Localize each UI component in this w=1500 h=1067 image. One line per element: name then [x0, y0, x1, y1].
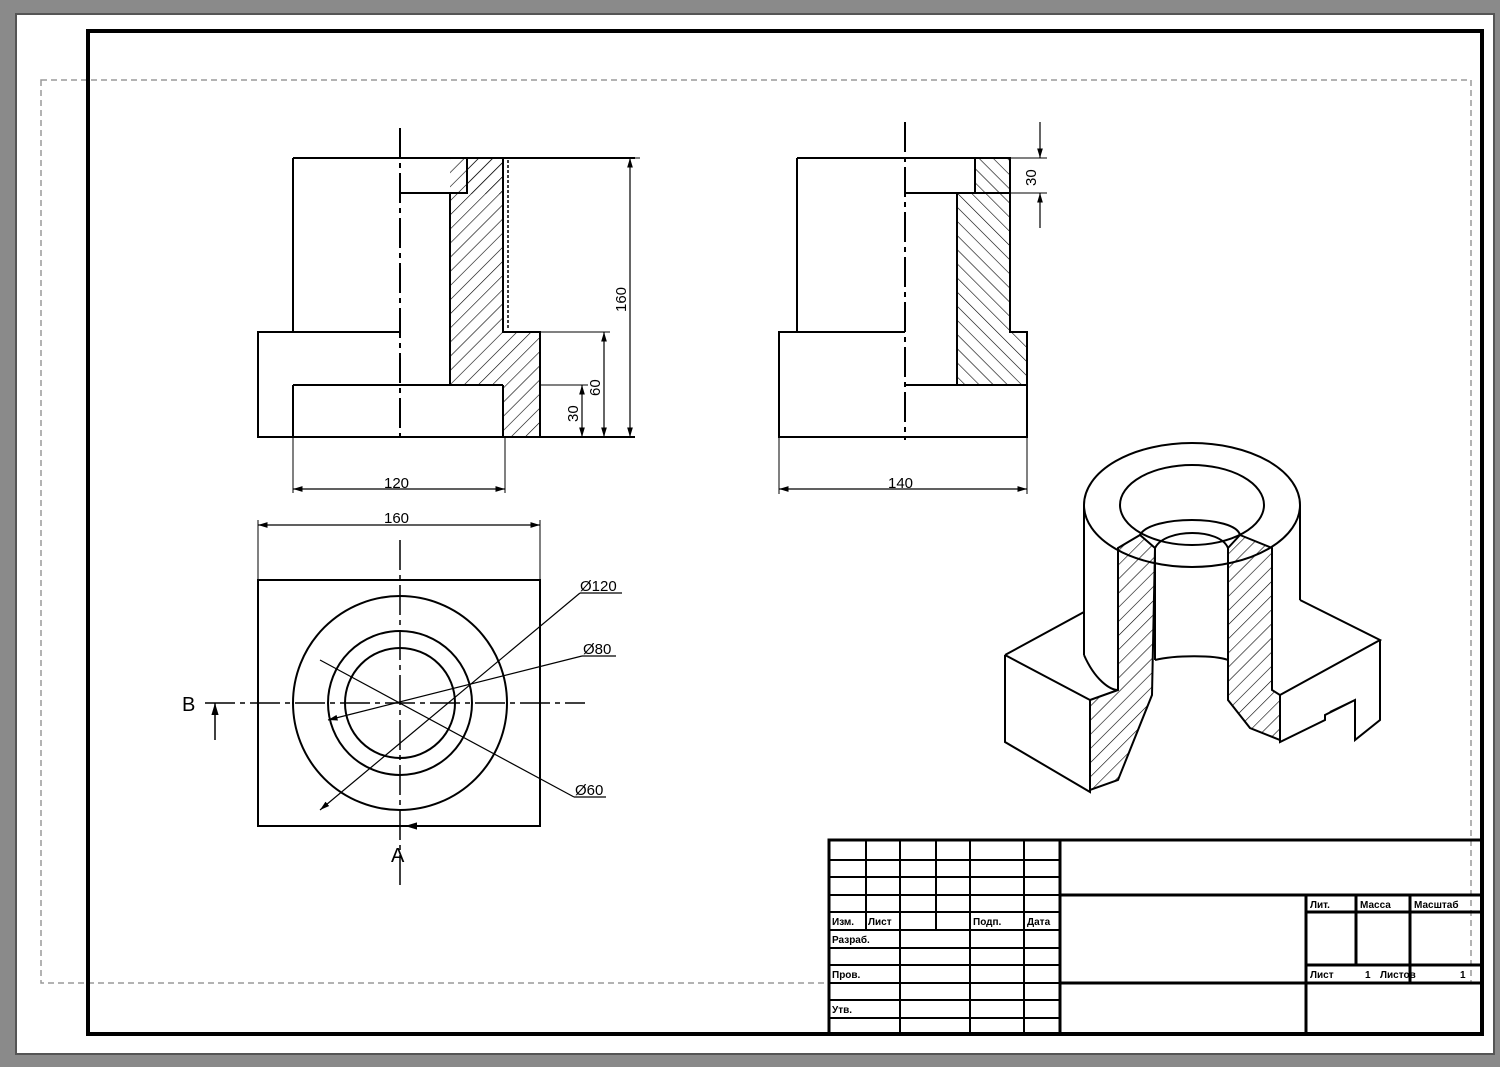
isometric-view: [1004, 442, 1383, 794]
side-view: [778, 122, 1047, 494]
front-view: [257, 128, 640, 493]
dia-120-text: Ø120: [580, 578, 617, 595]
tb-data: Дата: [1027, 917, 1051, 928]
tb-masshtab: Масштаб: [1414, 899, 1459, 911]
dia-80-text: Ø80: [583, 641, 611, 658]
dim-140-text: 140: [888, 475, 913, 492]
tb-prov: Пров.: [832, 970, 861, 981]
front-section-lines: [258, 158, 541, 437]
dim-30-text: 30: [565, 405, 582, 422]
leader-60: [319, 659, 575, 798]
iso-base: [1004, 599, 1383, 794]
leader-120: [319, 592, 581, 811]
front-hatch-lower: [503, 385, 540, 437]
top-view: [205, 520, 622, 890]
print-area: [40, 79, 1472, 984]
dim-60-text: 60: [587, 379, 604, 396]
tb-massa: Масса: [1360, 900, 1391, 911]
front-hatch-upper: [450, 158, 540, 385]
leader-80: [327, 655, 583, 721]
front-hatch-top: [467, 158, 503, 194]
tb-utv: Утв.: [832, 1005, 852, 1016]
iso-inner-bore: [1139, 519, 1241, 536]
section-label-a: A: [391, 845, 405, 867]
dim-top160-text: 160: [384, 510, 409, 527]
iso-hatch-left: [1089, 533, 1157, 792]
iso-hatch-right: [1227, 533, 1281, 742]
tb-sheets-label: Листов: [1380, 970, 1416, 981]
tb-list: Лист: [868, 917, 892, 928]
tb-sheets-num: 1: [1460, 970, 1466, 981]
tb-sheet-num: 1: [1365, 970, 1371, 981]
tb-podp: Подп.: [973, 917, 1002, 928]
paper-sheet: [15, 13, 1495, 1055]
title-block: [827, 838, 1484, 1036]
iso-top-mid: [1119, 464, 1265, 546]
tb-sheet-label: Лист: [1310, 970, 1334, 981]
dia-60-text: Ø60: [575, 782, 603, 799]
tb-izm: Изм.: [832, 917, 854, 928]
dim-120-text: 120: [384, 475, 409, 492]
dim-side30-text: 30: [1023, 169, 1040, 186]
iso-inner-bore2: [1154, 532, 1229, 549]
tb-razrab: Разраб.: [832, 934, 870, 946]
dim-160-text: 160: [613, 287, 630, 312]
drawing-frame: [86, 29, 1484, 1036]
tb-lit: Лит.: [1310, 900, 1330, 911]
side-hatch-top: [975, 158, 1010, 193]
section-label-b: B: [182, 694, 195, 716]
